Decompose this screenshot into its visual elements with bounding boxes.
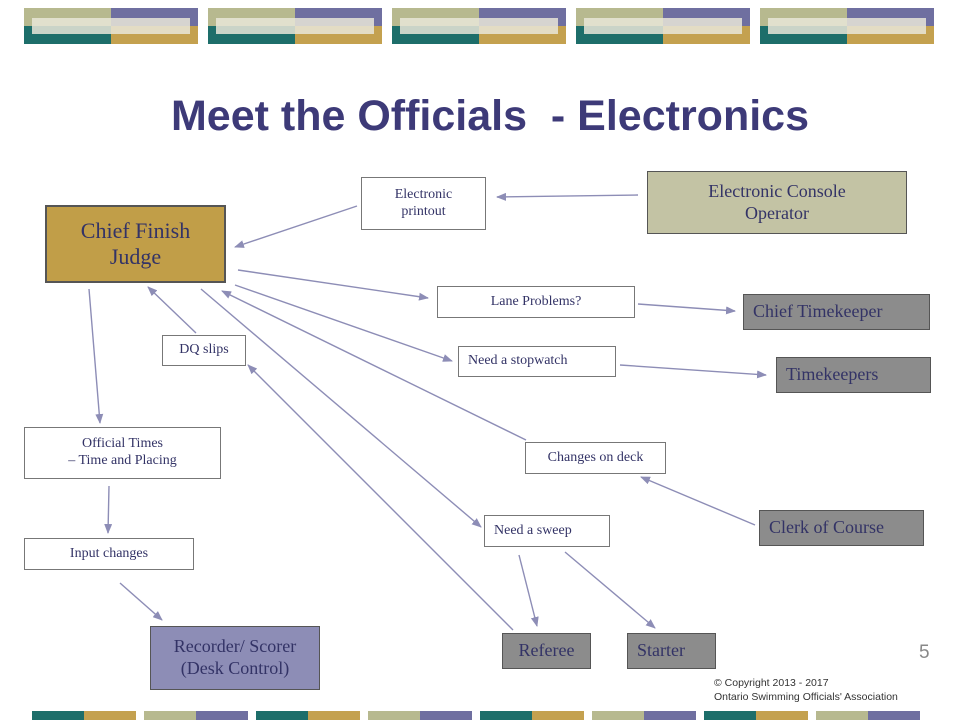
chief-finish-judge-box: Chief Finish Judge (45, 205, 226, 283)
timekeepers-box: Timekeepers (776, 357, 931, 393)
clerk-of-course-box: Clerk of Course (759, 510, 924, 546)
band-tile (24, 8, 198, 44)
slide-title: Meet the Officials - Electronics (170, 92, 809, 140)
arrow-judge-to-need-stopwatch (234, 284, 453, 362)
band-tile (576, 8, 750, 44)
referee-box: Referee (502, 633, 591, 669)
page-number: 5 (919, 642, 930, 663)
need-stopwatch-box: Need a stopwatch (458, 346, 616, 377)
lane-problems-box: Lane Problems? (437, 286, 635, 318)
band-tile (32, 711, 920, 720)
arrow-printout-to-chief-finish-judge (234, 205, 358, 248)
band-tile (392, 8, 566, 44)
arrow-judge-to-lane-problems (237, 269, 429, 301)
recorder-scorer-box: Recorder/ Scorer (Desk Control) (150, 626, 320, 690)
arrow-sweep-to-referee (518, 554, 539, 627)
arrow-judge-to-official-times (88, 288, 104, 424)
changes-on-deck-box: Changes on deck (525, 442, 666, 474)
arrow-console-to-printout (496, 192, 639, 201)
arrow-input-changes-to-recorder (119, 582, 163, 621)
band-tile (208, 8, 382, 44)
need-sweep-box: Need a sweep (484, 515, 610, 547)
electronic-printout-box: Electronic printout (361, 177, 486, 230)
arrow-clerk-to-changes-on-deck (640, 476, 756, 526)
arrow-referee-to-dq-slips (247, 364, 514, 631)
copyright-notice: © Copyright 2013 - 2017 Ontario Swimming… (714, 677, 898, 703)
official-times-box: Official Times – Time and Placing (24, 427, 221, 479)
bottom-decorative-band (32, 711, 920, 720)
band-tile (760, 8, 934, 44)
electronic-console-operator-box: Electronic Console Operator (647, 171, 907, 234)
chief-timekeeper-box: Chief Timekeeper (743, 294, 930, 330)
input-changes-box: Input changes (24, 538, 194, 570)
dq-slips-box: DQ slips (162, 335, 246, 366)
arrow-changes-on-deck-to-judge (221, 290, 527, 441)
arrow-lane-problems-to-chief-timekeeper (637, 303, 736, 315)
top-decorative-band (24, 8, 934, 44)
arrow-sweep-to-starter (564, 551, 656, 629)
arrow-dq-slips-to-judge (147, 286, 197, 334)
arrow-judge-to-need-sweep (200, 288, 482, 528)
arrow-stopwatch-to-timekeepers (619, 364, 767, 379)
arrow-official-times-to-input-changes (104, 485, 113, 534)
starter-box: Starter (627, 633, 716, 669)
